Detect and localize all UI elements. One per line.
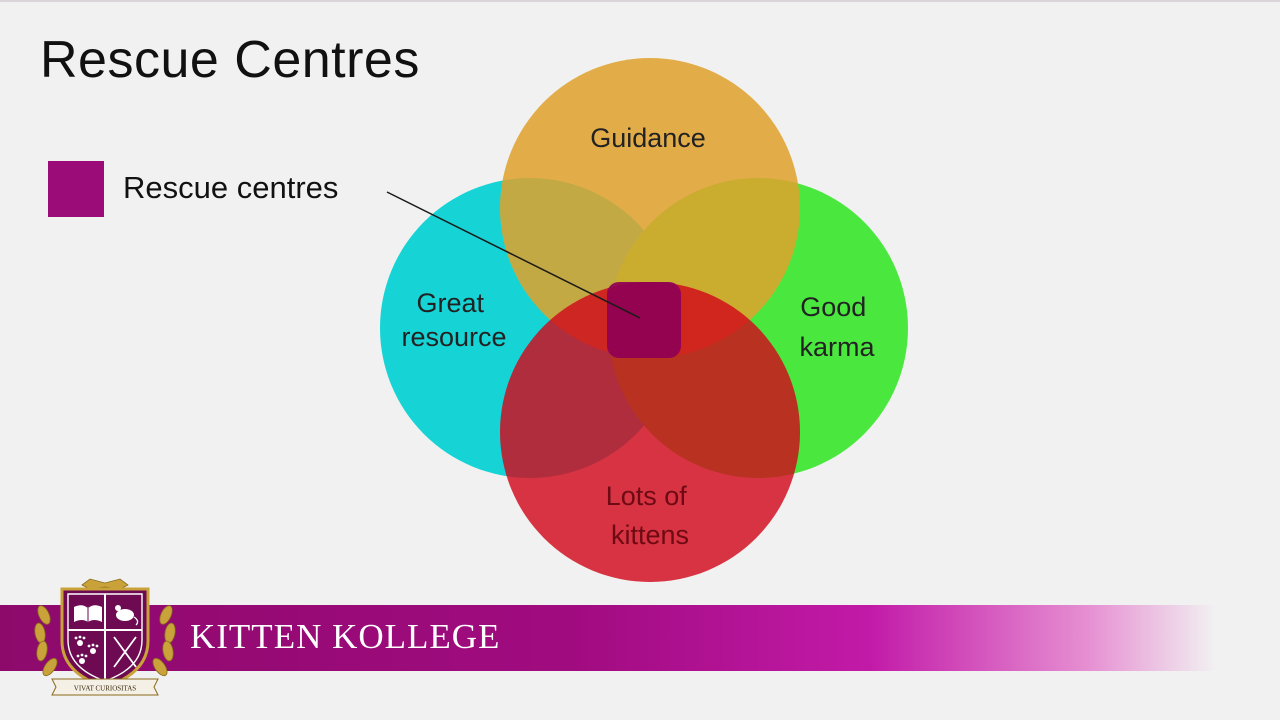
venn-circle-lots-of-kittens — [500, 282, 800, 582]
legend-label: Rescue centres — [123, 170, 339, 205]
slide-title: Rescue Centres — [40, 31, 420, 89]
label-guidance-line1: Guidance — [590, 123, 706, 153]
label-lots-of-kittens: Lots of kittens — [606, 481, 695, 550]
label-great-resource-line1: Great — [416, 288, 484, 318]
top-rule — [0, 0, 1280, 2]
crest-motto: VIVAT CURIOSITAS — [74, 685, 136, 693]
label-great-resource: Great resource — [401, 288, 506, 352]
label-great-resource-line2: resource — [401, 322, 506, 352]
legend-pointer-line — [386, 191, 641, 319]
label-good-karma-line1: Good — [800, 292, 866, 322]
label-lots-of-kittens-line2: kittens — [611, 520, 689, 550]
legend-swatch — [48, 161, 104, 217]
venn-center-region — [607, 282, 681, 358]
label-lots-of-kittens-line1: Lots of — [606, 481, 688, 511]
label-guidance: Guidance — [590, 123, 706, 153]
label-good-karma: Good karma — [799, 292, 875, 362]
footer-banner — [0, 605, 1280, 671]
venn-circle-guidance — [500, 58, 800, 358]
brand-name: KITTEN KOLLEGE — [190, 617, 501, 656]
crest-logo-icon: VIVAT CURIOSITAS — [34, 578, 176, 696]
label-good-karma-line2: karma — [799, 332, 875, 362]
